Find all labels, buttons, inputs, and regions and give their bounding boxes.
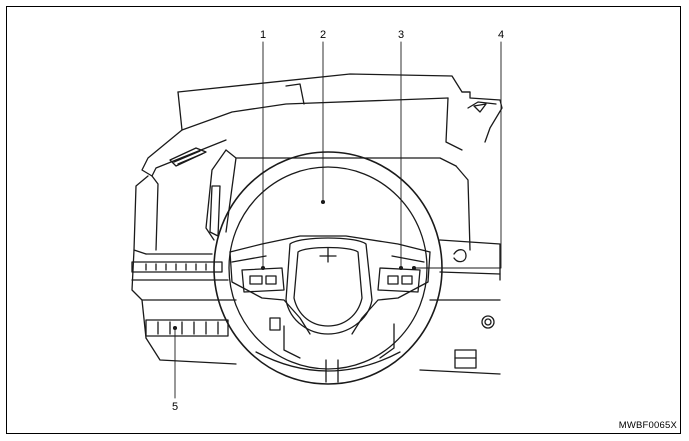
callout-label-3: 3 [397, 29, 405, 41]
dashboard-top [177, 73, 503, 151]
left-control-strip [131, 261, 229, 281]
callout-label-4: 4 [497, 29, 505, 41]
callout-label-1: 1 [259, 29, 267, 41]
figure-reference-code: MWBF0065X [618, 420, 677, 431]
callout-label-2: 2 [319, 29, 327, 41]
callout-leaders [172, 41, 502, 399]
left-dash-panel [131, 129, 227, 339]
instrument-cluster [205, 149, 471, 251]
lower-switch-panel [141, 299, 237, 365]
steering-wheel [213, 151, 443, 385]
steering-column [269, 317, 395, 359]
figure-border [6, 6, 681, 434]
callout-label-5: 5 [171, 401, 179, 413]
right-dash-panel [419, 239, 501, 375]
